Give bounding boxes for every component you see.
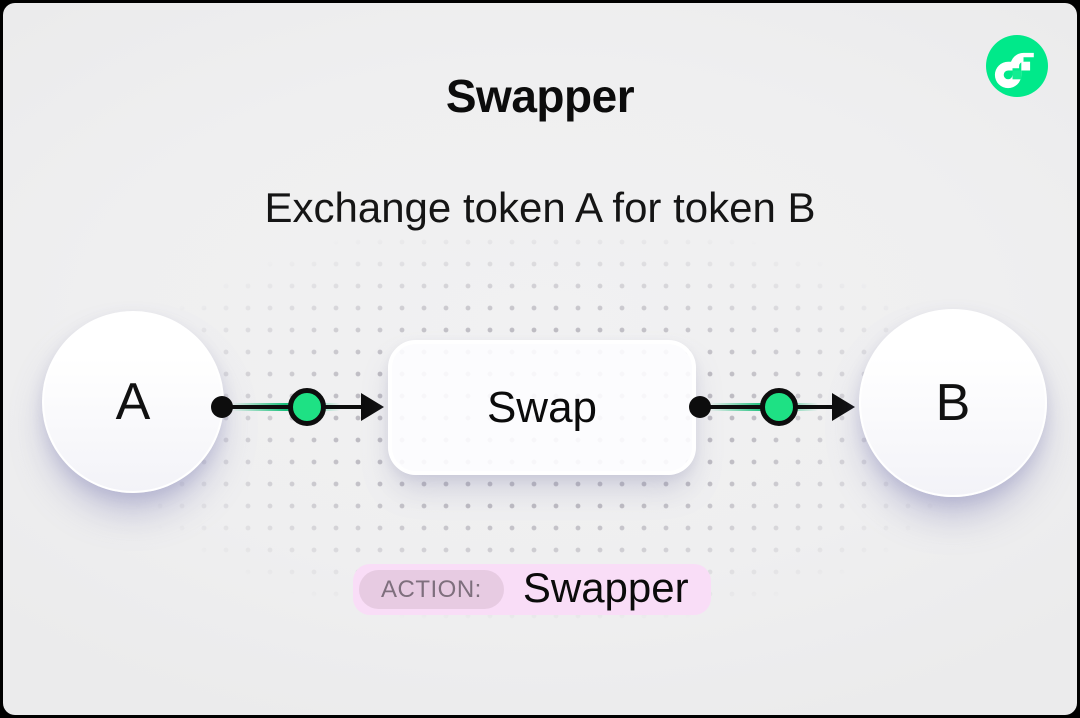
edge-midpoint-node	[287, 388, 326, 426]
card-background: Swapper Exchange token A for token B A S…	[3, 3, 1077, 715]
edge-start-dot	[689, 396, 711, 418]
action-value: Swapper	[522, 563, 689, 611]
flow-logo-icon	[986, 35, 1048, 97]
edge-arrowhead-icon	[832, 393, 855, 421]
node-token-a-label: A	[115, 373, 151, 431]
action-pill: ACTION: Swapper	[353, 564, 711, 615]
edge-arrowhead-icon	[361, 393, 384, 421]
action-label-badge: ACTION:	[359, 570, 504, 609]
edge-start-dot	[211, 396, 233, 418]
node-token-b-label: B	[935, 374, 971, 432]
edge-midpoint-node	[760, 388, 798, 426]
node-token-b: B	[859, 309, 1047, 497]
page-title: Swapper	[445, 70, 635, 122]
page-subtitle: Exchange token A for token B	[264, 184, 816, 231]
node-swap-box: Swap	[388, 340, 696, 475]
node-token-a: A	[42, 311, 224, 493]
node-swap-label: Swap	[486, 382, 598, 432]
action-label: ACTION:	[381, 575, 482, 603]
